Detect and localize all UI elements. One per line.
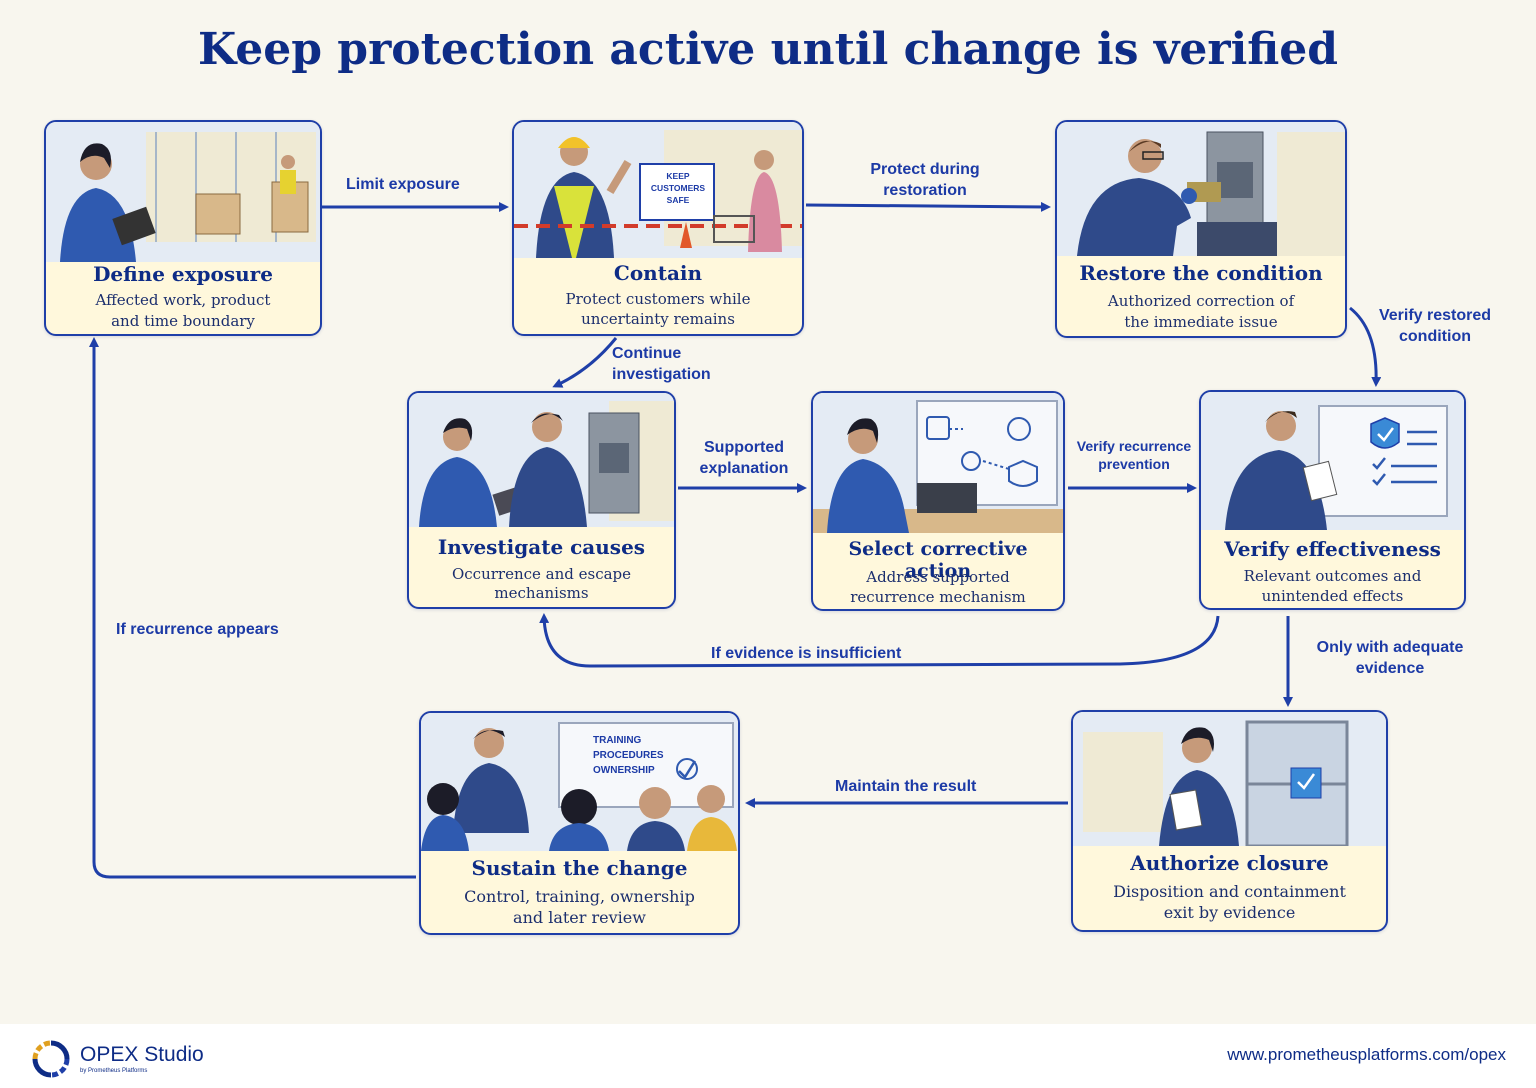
- step-title: Investigate causes: [437, 535, 646, 559]
- step-description-line2: exit by evidence: [1163, 903, 1296, 922]
- select-corrective-action-illustration: [813, 393, 1063, 533]
- label-only-adequate-evidence: Only with adequate evidence: [1316, 639, 1464, 677]
- step-description-line1: Protect customers while: [565, 290, 751, 308]
- label-supported-explanation: Supported explanation: [699, 439, 789, 477]
- step-title: Contain: [613, 261, 703, 285]
- step-description-line1: Disposition and containment: [1113, 882, 1346, 901]
- label-if-recurrence-appears: If recurrence appears: [116, 621, 279, 638]
- step-sustain-change[interactable]: TRAINING PROCEDURES OWNERSHIP Sustain th…: [419, 711, 740, 935]
- label-if-evidence-insufficient: If evidence is insufficient: [711, 645, 902, 662]
- label-maintain-result: Maintain the result: [835, 778, 977, 795]
- step-description-line1: Relevant outcomes and: [1243, 567, 1422, 585]
- step-title: Authorize closure: [1130, 851, 1329, 875]
- restore-condition-illustration: [1057, 122, 1345, 256]
- step-description-line2: the immediate issue: [1124, 313, 1278, 331]
- brand-name: OPEX Studio: [80, 1043, 204, 1066]
- step-description-line1: Occurrence and escape: [451, 565, 632, 583]
- page-title: Keep protection active until change is v…: [197, 24, 1339, 75]
- website-link[interactable]: www.prometheusplatforms.com/opex: [1227, 1045, 1506, 1064]
- step-title: Restore the condition: [1079, 261, 1323, 285]
- authorize-closure-illustration: [1073, 712, 1386, 846]
- step-title: Define exposure: [93, 262, 273, 286]
- step-description-line2: unintended effects: [1261, 587, 1404, 605]
- step-authorize-closure[interactable]: Authorize closure Disposition and contai…: [1071, 710, 1388, 932]
- step-description-line2: and time boundary: [111, 312, 255, 330]
- step-restore-condition[interactable]: Restore the condition Authorized correct…: [1055, 120, 1347, 338]
- step-description-line1: Control, training, ownership: [464, 887, 695, 906]
- brand-subtitle: by Prometheus Platforms: [80, 1068, 148, 1074]
- opex-logo-icon: [32, 1040, 70, 1078]
- step-title: Verify effectiveness: [1224, 537, 1441, 561]
- step-description-line1: Authorized correction of: [1107, 292, 1295, 310]
- step-contain[interactable]: KEEP CUSTOMERS SAFE Contain Protect cust…: [512, 120, 804, 336]
- arrow-protect-during-restoration: [805, 201, 1051, 212]
- step-title: Select corrective action: [848, 538, 1028, 582]
- step-description-line1: Address supported: [866, 568, 1010, 586]
- step-description-line2: recurrence mechanism: [850, 588, 1026, 606]
- label-verify-recurrence-prevention: Verify recurrence prevention: [1076, 438, 1192, 472]
- arrow-if-evidence-insufficient: [539, 613, 1220, 668]
- step-investigate-causes[interactable]: Investigate causes Occurrence and escape…: [407, 391, 676, 609]
- define-exposure-illustration: [46, 122, 320, 262]
- label-continue-investigation: Continue investigation: [612, 345, 711, 383]
- investigate-causes-illustration: [409, 393, 674, 527]
- contain-illustration: [514, 122, 802, 258]
- sustain-board-text: TRAINING PROCEDURES OWNERSHIP: [593, 735, 664, 776]
- keep-customers-safe-sign: KEEP CUSTOMERS SAFE: [650, 171, 706, 205]
- step-description-line2: and later review: [513, 908, 646, 927]
- step-title: Sustain the change: [471, 856, 688, 880]
- footer: [0, 1024, 1536, 1088]
- arrow-continue-investigation: [552, 337, 618, 388]
- label-limit-exposure: Limit exposure: [346, 176, 460, 193]
- arrow-verify-restored-condition: [1349, 306, 1382, 387]
- label-verify-restored-condition: Verify restored condition: [1378, 307, 1492, 345]
- step-define-exposure[interactable]: Define exposure Affected work, product a…: [44, 120, 322, 336]
- arrow-if-recurrence-appears: [89, 337, 416, 879]
- sustain-change-illustration: [421, 713, 738, 851]
- step-verify-effectiveness[interactable]: Verify effectiveness Relevant outcomes a…: [1199, 390, 1466, 610]
- step-select-corrective-action[interactable]: Select corrective action Address support…: [811, 391, 1065, 611]
- step-description-line2: mechanisms: [494, 584, 589, 602]
- verify-effectiveness-illustration: [1201, 392, 1464, 530]
- label-protect-during-restoration: Protect during restoration: [870, 161, 980, 199]
- step-description-line1: Affected work, product: [95, 291, 271, 309]
- step-description-line2: uncertainty remains: [581, 310, 735, 328]
